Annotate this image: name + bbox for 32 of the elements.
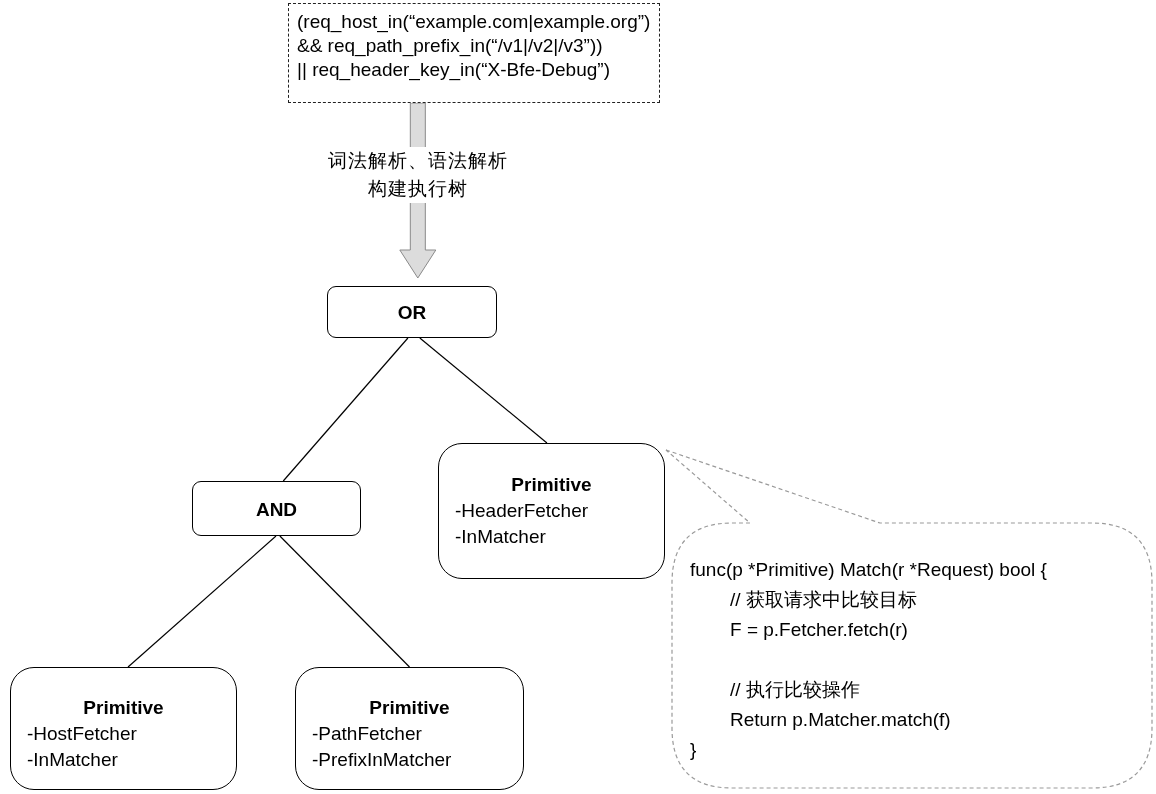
box-item: -HostFetcher bbox=[27, 722, 137, 745]
code-box bbox=[288, 3, 660, 103]
edge-label: 词法解析、语法解析构建执行树 bbox=[327, 146, 508, 203]
tree-line bbox=[419, 337, 548, 444]
box-title: Primitive bbox=[82, 696, 165, 719]
tree-line bbox=[127, 535, 277, 668]
box-title: Primitive bbox=[368, 696, 451, 719]
code-line: // 执行比较操作 bbox=[730, 678, 860, 701]
operator-box bbox=[327, 286, 497, 338]
primitive-box bbox=[438, 443, 665, 579]
code-line: // 获取请求中比较目标 bbox=[730, 588, 917, 611]
code-line: || req_header_key_in(“X-Bfe-Debug”) bbox=[297, 58, 610, 81]
code-line: F = p.Fetcher.fetch(r) bbox=[730, 618, 908, 641]
box-item: -HeaderFetcher bbox=[455, 499, 589, 522]
box-item: -InMatcher bbox=[455, 525, 546, 548]
code-line: && req_path_prefix_in(“/v1|/v2|/v3”)) bbox=[297, 34, 603, 57]
code-line: func(p *Primitive) Match(r *Request) bool { bbox=[690, 558, 1047, 581]
code-line: (req_host_in(“example.com|example.org”) bbox=[297, 10, 651, 33]
box-title: Primitive bbox=[510, 473, 593, 496]
primitive-box bbox=[295, 667, 524, 790]
tree-line bbox=[282, 337, 409, 482]
speech-bubble bbox=[664, 448, 1154, 791]
box-item: -InMatcher bbox=[27, 748, 118, 771]
box-item: -PrefixInMatcher bbox=[312, 748, 452, 771]
box-item: -PathFetcher bbox=[312, 722, 422, 745]
box-title: AND bbox=[254, 498, 299, 521]
tree-line bbox=[279, 535, 411, 668]
code-line: Return p.Matcher.match(f) bbox=[730, 708, 951, 731]
primitive-box bbox=[10, 667, 237, 790]
code-line: } bbox=[690, 738, 697, 761]
operator-box bbox=[192, 481, 361, 536]
box-title: OR bbox=[396, 301, 428, 324]
